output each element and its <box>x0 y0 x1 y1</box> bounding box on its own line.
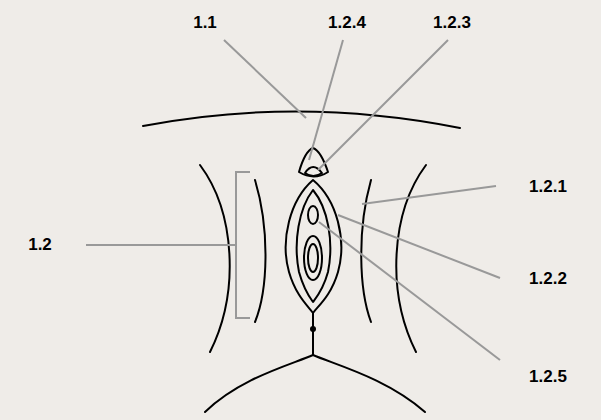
labia-outline <box>286 180 342 313</box>
labium-majus-right <box>361 180 371 322</box>
clitoral-hood <box>299 148 328 177</box>
vaginal-opening <box>304 236 322 280</box>
labia-inner <box>297 190 331 302</box>
callout-number: 1.1 <box>193 14 217 31</box>
labium-majus-left <box>255 180 266 322</box>
leader-line <box>338 215 500 278</box>
callout-number: 1.2.4 <box>328 14 366 31</box>
leader-line <box>362 186 496 204</box>
leader-line <box>86 244 236 246</box>
thigh-left <box>200 165 230 352</box>
thigh-right <box>396 165 426 352</box>
callout-number: 1.2.3 <box>433 14 471 31</box>
callout-number: 1.2 <box>28 236 52 253</box>
callout-number: 1.2.2 <box>529 270 567 287</box>
perineum-line <box>312 313 314 355</box>
leader-line <box>309 40 343 160</box>
leader-line <box>224 40 306 118</box>
urethral-opening <box>308 206 318 224</box>
vaginal-opening-inner <box>308 244 318 272</box>
perineum-dot <box>310 326 316 332</box>
callout-number: 1.2.5 <box>529 368 567 385</box>
leader-line <box>319 222 500 360</box>
buttock-right <box>313 355 425 412</box>
leader-line <box>318 40 448 170</box>
bracket <box>236 172 250 318</box>
buttock-left <box>205 355 313 412</box>
callout-number: 1.2.1 <box>529 178 567 195</box>
